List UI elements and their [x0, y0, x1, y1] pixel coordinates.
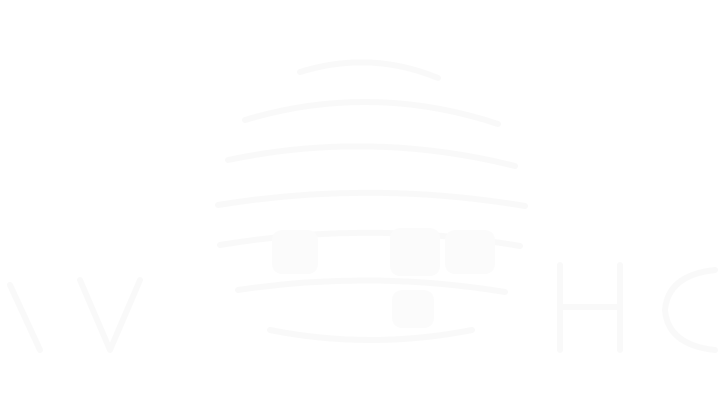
wordmark-shapes	[7, 262, 718, 353]
globe-emblem	[215, 59, 528, 343]
